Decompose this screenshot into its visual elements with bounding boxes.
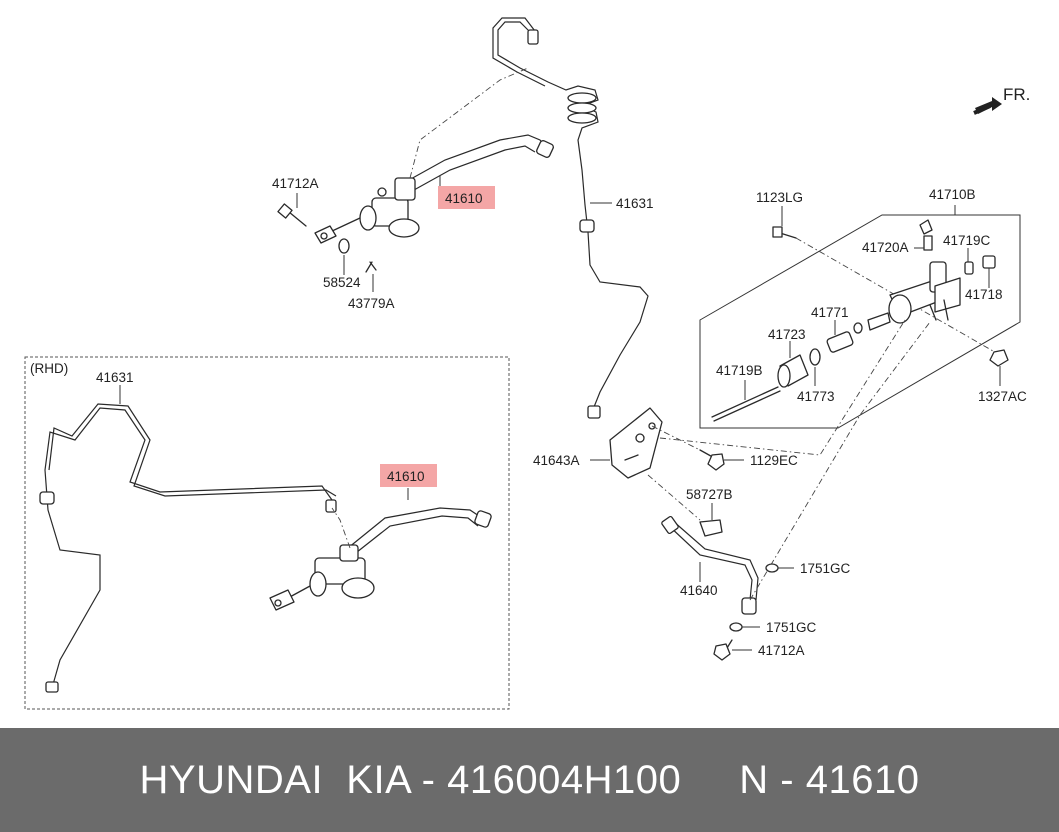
boot-spring: [867, 312, 891, 331]
clip-41720A: [919, 219, 933, 235]
part-label-41631-rhd: 41631: [96, 370, 134, 385]
part-label-41610-rhd: 41610: [387, 469, 425, 484]
bleeder-41720A: [923, 235, 933, 251]
front-direction-arrow-icon: [973, 97, 1002, 115]
part-label-1327AC: 1327AC: [978, 389, 1027, 404]
bolt-1123LG: [772, 226, 797, 239]
ring-41773: [809, 348, 821, 366]
part-label-41610-top: 41610: [445, 191, 483, 206]
clutch-master-cylinder-41610: [314, 134, 554, 244]
part-label-41640: 41640: [680, 583, 718, 598]
pin-43779A: [365, 261, 377, 273]
gasket-1751GC-b: [729, 622, 743, 632]
push-rod-41719B: [711, 386, 781, 422]
clutch-master-cylinder-41610-rhd: [269, 507, 492, 611]
release-cylinder-kit-box: [699, 214, 1021, 429]
part-label-1751GC-b: 1751GC: [766, 620, 817, 635]
clutch-tube-41631: [492, 17, 649, 419]
hose-41640: [661, 515, 759, 615]
rhd-section-box: [24, 356, 510, 710]
part-label-41773: 41773: [797, 389, 835, 404]
part-label-41643A: 41643A: [533, 453, 580, 468]
spring-41719C: [964, 261, 974, 275]
footer-bar: HYUNDAI KIA - 416004H100 N - 41610: [0, 728, 1059, 832]
cap-41718: [982, 255, 996, 269]
bolt-41712A-top: [277, 203, 307, 227]
piston-41771: [826, 331, 854, 353]
part-label-41712A-bottom: 41712A: [758, 643, 805, 658]
part-41610-highlight: [438, 186, 495, 209]
part-label-41718: 41718: [965, 287, 1003, 302]
part-label-58727B: 58727B: [686, 487, 733, 502]
part-label-41723: 41723: [768, 327, 806, 342]
clutch-tube-41631-rhd: [39, 403, 337, 693]
washer-58524: [338, 238, 350, 254]
part-label-41710B: 41710B: [929, 187, 976, 202]
part-label-1123LG: 1123LG: [756, 190, 803, 205]
clutch-hydraulic-diagram: FR. 41610 41712A 58524 43: [24, 17, 1030, 710]
nut-1327AC: [989, 349, 1009, 367]
gasket-1751GC-a: [765, 563, 779, 573]
part-label-1129EC: 1129EC: [750, 453, 798, 468]
part-label-41719B: 41719B: [716, 363, 763, 378]
part-label-41631-top: 41631: [616, 196, 654, 211]
bracket-41643A: [609, 407, 663, 479]
release-cylinder-body: [888, 261, 961, 324]
part-label-41771: 41771: [811, 305, 849, 320]
front-direction-label: FR.: [1003, 85, 1030, 104]
footer-part-number: HYUNDAI KIA - 416004H100 N - 41610: [139, 757, 920, 802]
bolt-1129EC: [699, 449, 725, 471]
part-label-1751GC-a: 1751GC: [800, 561, 851, 576]
part-label-41719C: 41719C: [943, 233, 991, 248]
part-label-58524: 58524: [323, 275, 361, 290]
rhd-label: (RHD): [30, 361, 68, 376]
part-label-43779A: 43779A: [348, 296, 395, 311]
bolt-41712A-bottom: [713, 639, 733, 661]
part-41610-rhd-highlight: [380, 464, 437, 487]
part-label-41712A-top: 41712A: [272, 176, 319, 191]
clip-58727B: [699, 519, 723, 537]
part-label-41720A: 41720A: [862, 240, 909, 255]
